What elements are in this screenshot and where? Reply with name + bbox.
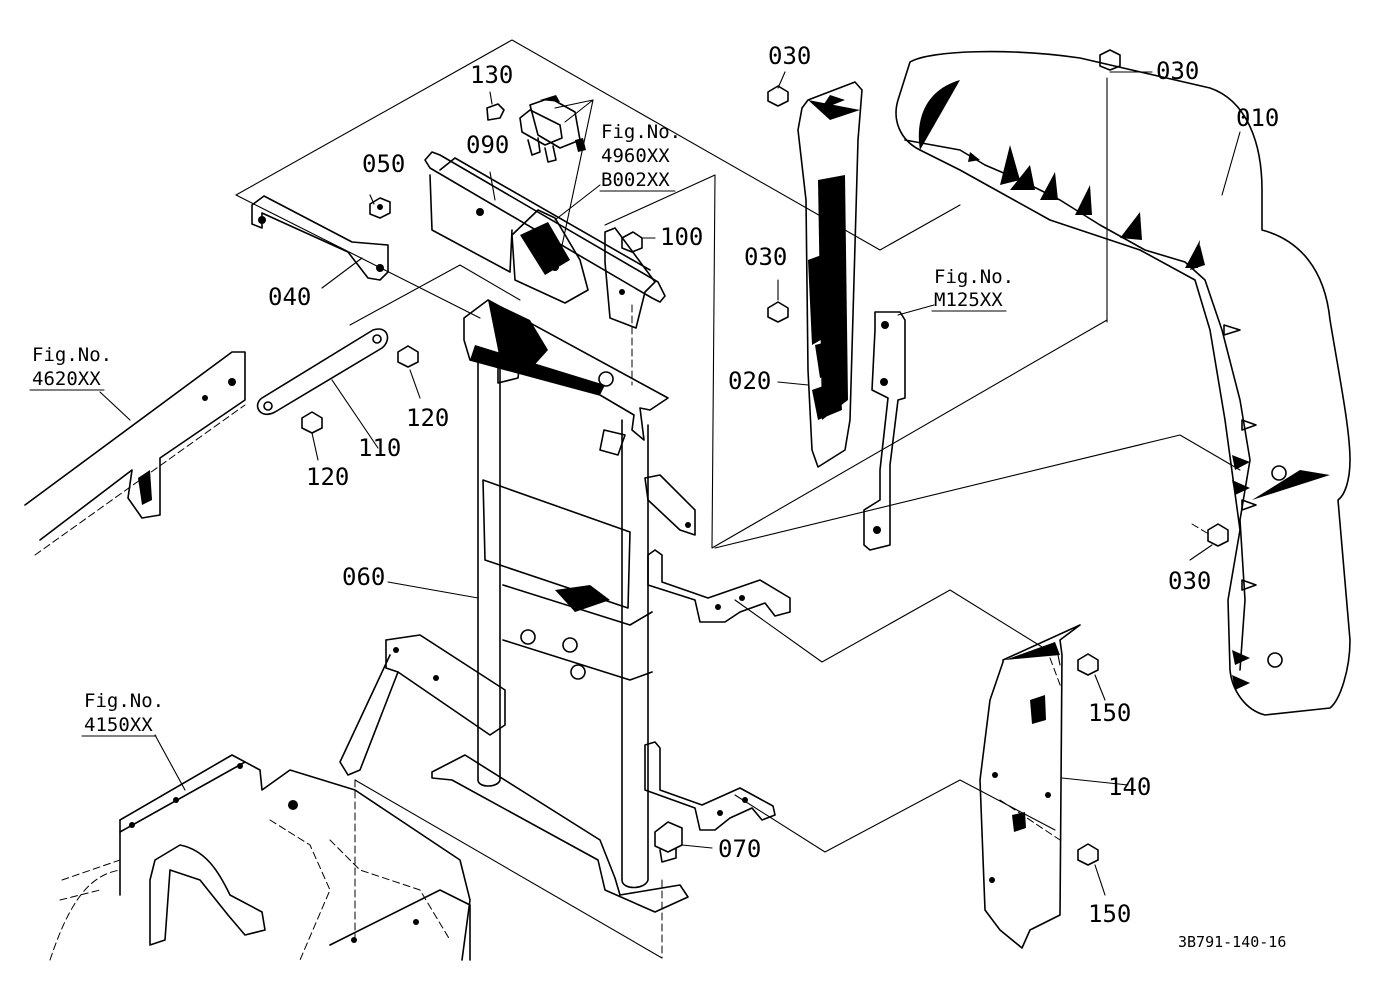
label-070: 070	[718, 835, 761, 863]
stay-rods	[644, 549, 791, 831]
fig-ref-4150: Fig.No. 4150XX	[81, 690, 164, 737]
bolt-120-lower	[292, 411, 323, 434]
fig-ref-b002-code: B002XX	[601, 169, 670, 191]
group-outline-lines	[235, 39, 1241, 959]
part-labels: 010 020 030 030 030 030 040 050 060 070 …	[268, 42, 1279, 928]
bolt-030-lower-right	[1207, 523, 1229, 547]
figure-refs: Fig.No. 4960XX B002XX Fig.No. M125XX Fig…	[29, 121, 1014, 737]
housing-4150	[49, 754, 471, 961]
label-100: 100	[660, 223, 703, 251]
label-050: 050	[362, 150, 405, 178]
stopper-070	[654, 821, 683, 863]
label-130: 130	[470, 61, 513, 89]
fig-ref-4150-prefix: Fig.No.	[84, 690, 164, 712]
label-140: 140	[1108, 773, 1151, 801]
fig-ref-m125-prefix: Fig.No.	[934, 266, 1014, 288]
hood-switch-130	[519, 95, 594, 256]
fig-ref-4620-prefix: Fig.No.	[32, 344, 112, 366]
label-120-lower: 120	[306, 463, 349, 491]
label-030-top: 030	[1156, 57, 1199, 85]
fig-ref-4960: Fig.No. 4960XX B002XX	[599, 121, 681, 192]
bolt-150-lower	[1064, 843, 1099, 866]
label-110: 110	[358, 434, 401, 462]
support-frame-060	[339, 299, 696, 913]
label-150-lower: 150	[1088, 900, 1131, 928]
side-plate-020	[797, 81, 863, 468]
fig-ref-4150-code: 4150XX	[84, 714, 153, 736]
bolt-150-upper	[1064, 653, 1099, 676]
fig-ref-m125-code: M125XX	[934, 289, 1003, 311]
front-cover-010	[895, 50, 1351, 716]
fasteners	[292, 49, 1229, 866]
nut-050	[369, 197, 391, 219]
label-030-lower-right: 030	[1168, 567, 1211, 595]
side-cover-140	[979, 624, 1081, 949]
fig-ref-m125: Fig.No. M125XX	[931, 266, 1014, 312]
label-030-mid: 030	[744, 243, 787, 271]
link-arm-110	[256, 328, 389, 415]
bolt-100	[621, 231, 643, 253]
bracket-040	[251, 195, 389, 281]
label-120-upper: 120	[406, 404, 449, 432]
label-010: 010	[1236, 104, 1279, 132]
bolt-030-mid	[767, 301, 802, 323]
label-040: 040	[268, 283, 311, 311]
bolt-130	[486, 103, 512, 121]
label-060: 060	[342, 563, 385, 591]
hinge-bracket-090	[424, 151, 666, 329]
bolt-120-upper	[388, 345, 419, 368]
drawing-code: 3B791-140-16	[1178, 933, 1286, 951]
label-020: 020	[728, 367, 771, 395]
fig-ref-4620: Fig.No. 4620XX	[29, 344, 112, 391]
bolt-030-top	[1099, 49, 1121, 71]
fig-ref-4960-prefix: Fig.No.	[601, 121, 681, 143]
bolt-030-upper-left	[767, 85, 800, 107]
fig-ref-4960-code: 4960XX	[601, 145, 670, 167]
label-leaders	[99, 71, 1241, 896]
frame-4620	[24, 351, 246, 556]
label-090: 090	[466, 131, 509, 159]
fig-ref-4620-code: 4620XX	[32, 368, 101, 390]
label-030-upper-left: 030	[768, 42, 811, 70]
label-150-upper: 150	[1088, 699, 1131, 727]
bracket-m125	[863, 311, 906, 551]
